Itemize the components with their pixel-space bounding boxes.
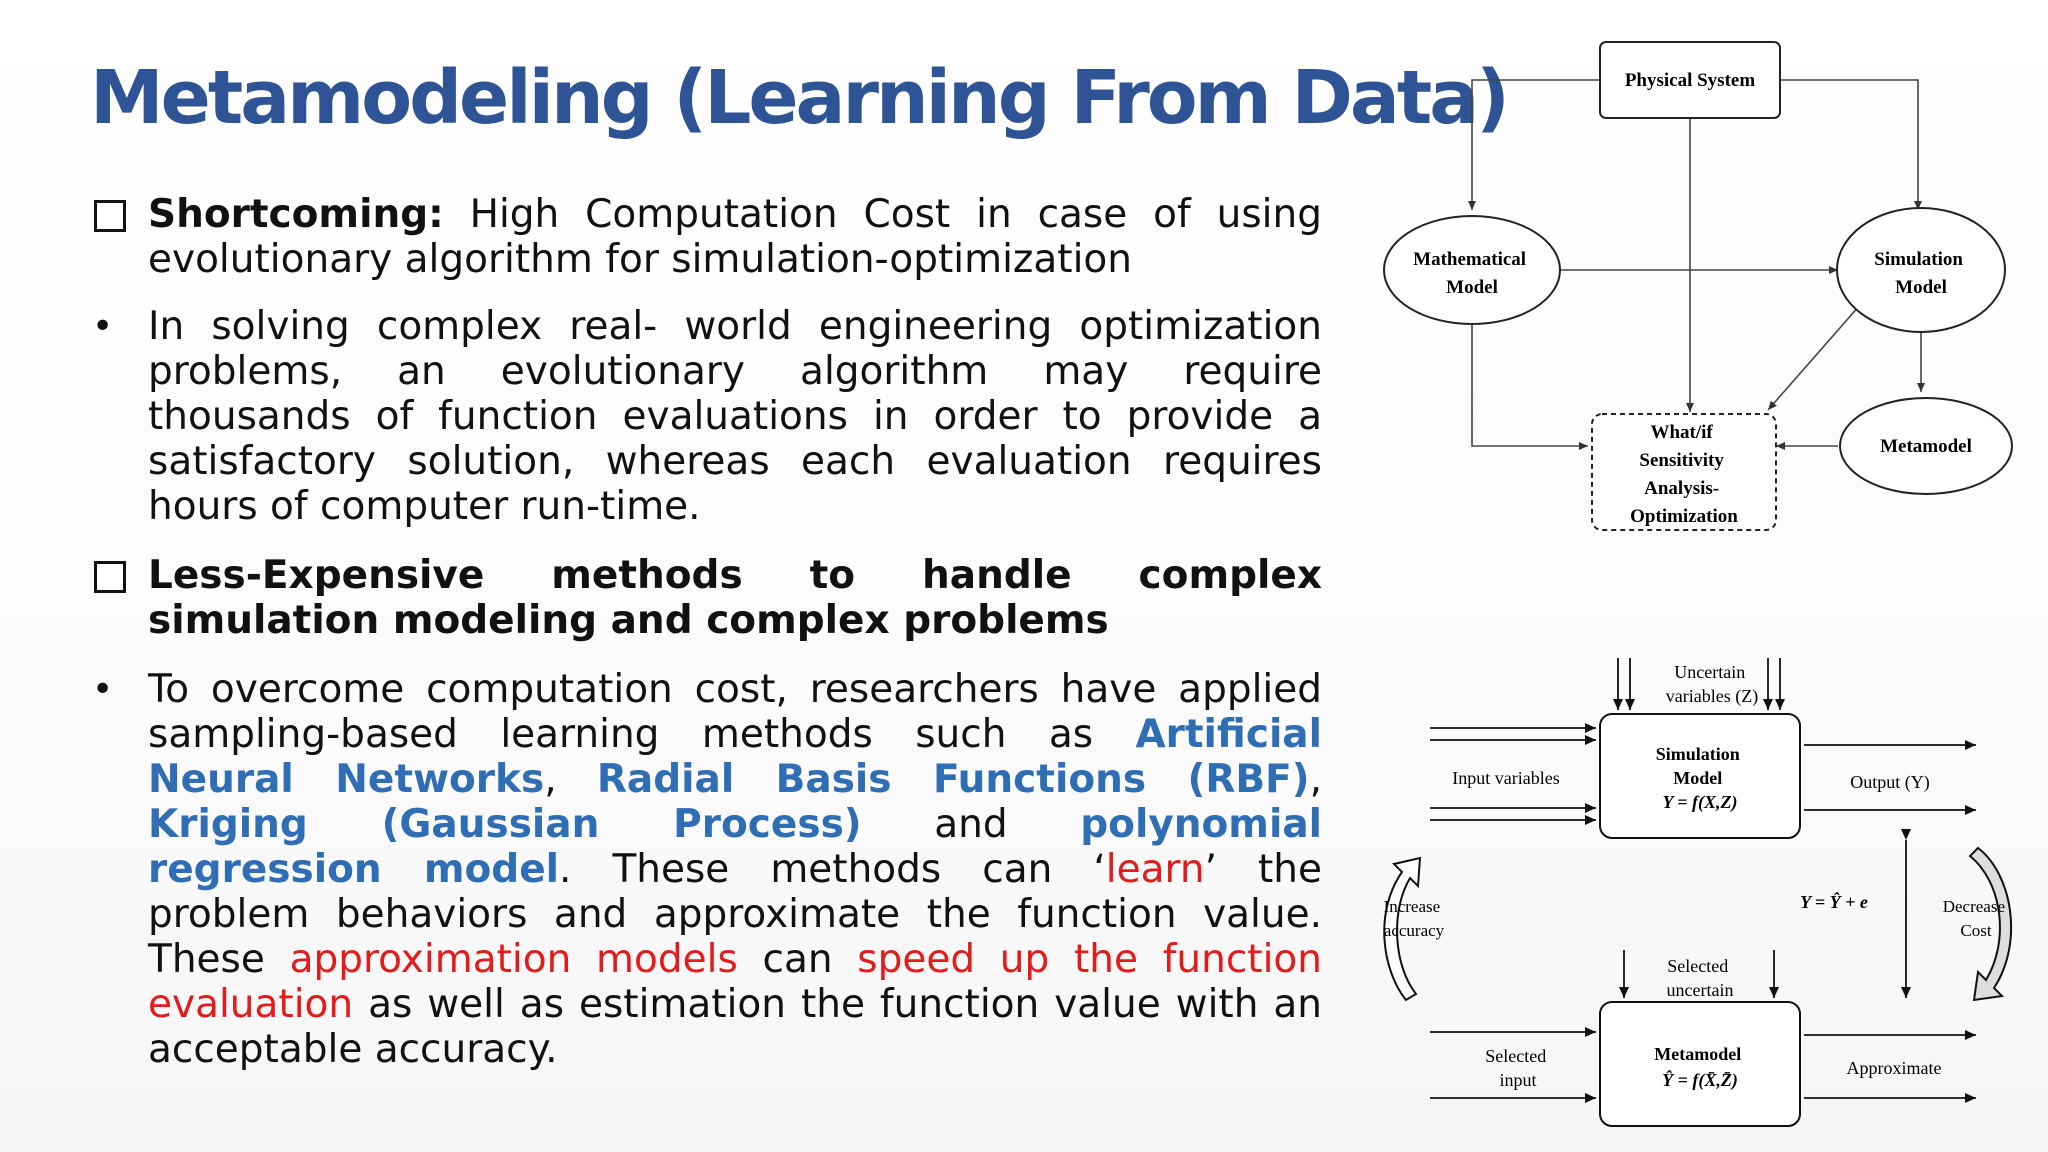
bullet-text: In solving complex real- world engineeri…	[148, 304, 1322, 529]
text-segment: . These methods can ‘	[559, 847, 1106, 892]
bullet-less-expensive: Less-Expensive methods to handle complex…	[92, 553, 1322, 643]
svg-text:Increase accuracy: Increase accuracy	[1384, 897, 1445, 940]
increase-label-line2: accuracy	[1384, 921, 1445, 940]
edge-physical-to-sim	[1780, 79, 1922, 210]
svg-text:Simulation Model: Simulation Model	[1874, 249, 1967, 298]
selected-input-line1: Selected	[1485, 1046, 1546, 1066]
text-segment: ,	[544, 757, 597, 802]
dot-bullet-icon: •	[92, 306, 114, 347]
input-variables-label: Input variables	[1452, 768, 1559, 788]
uncertain-label-line1: Uncertain	[1674, 662, 1745, 682]
svg-text:Decrease Cost: Decrease Cost	[1943, 897, 2010, 940]
node-whatif	[1591, 413, 1777, 531]
selected-input-line2: input	[1499, 1070, 1536, 1090]
node-sim-model-line2: Model	[1895, 277, 1947, 298]
bullet-overcome: • To overcome computation cost, research…	[92, 667, 1322, 1072]
metamodel-role-diagram: Physical System Mathematical Model Simul…	[1383, 41, 2013, 531]
sim-box-line1: Simulation	[1656, 744, 1740, 764]
svg-text:What/if Sensitivity An: What/if Sensitivity Analysis- Optimizati…	[1630, 422, 1738, 527]
node-sim-model-line1: Simulation	[1874, 249, 1963, 270]
bullet-shortcoming: Shortcoming: High Computation Cost in ca…	[92, 192, 1322, 282]
text-segment: ’ the problem behaviors and approximate …	[148, 847, 1322, 982]
node-whatif-line1: What/if	[1650, 422, 1713, 443]
bullet-evolutionary: • In solving complex real- world enginee…	[92, 304, 1322, 529]
dot-bullet-icon: •	[92, 669, 114, 710]
svg-text:Mathematical Model: Mathematical Model	[1413, 249, 1531, 298]
node-math-model-line1: Mathematical	[1413, 249, 1526, 270]
selected-uncertain-line2: uncertain	[1667, 980, 1734, 1000]
edge-math-to-whatif	[1471, 324, 1588, 450]
svg-text:Uncertain variables (Z): Uncertain variables (Z)	[1666, 662, 1758, 707]
sim-box-line2: Model	[1673, 768, 1722, 788]
slide-content: Shortcoming: High Computation Cost in ca…	[92, 192, 1322, 1072]
node-math-model-line2: Model	[1446, 277, 1498, 298]
metamodel-approximation-diagram: Simulation Model Y = f(X,Z) Metamodel Ŷ …	[1383, 658, 2013, 1127]
node-whatif-line4: Optimization	[1630, 506, 1738, 527]
bullet-label: Less-Expensive methods to handle complex…	[148, 553, 1322, 643]
node-metamodel	[1839, 397, 2013, 495]
svg-text:Metamodel Ŷ = f(X̄,Z̄): Metamodel Ŷ = f(X̄,Z̄)	[1654, 1044, 1745, 1091]
node-metamodel-label: Metamodel	[1880, 436, 1972, 457]
increase-label-line1: Increase	[1384, 897, 1441, 916]
bullet-label: Shortcoming:	[148, 192, 444, 237]
node-math-model	[1383, 215, 1561, 325]
bullet-text: High Computation Cost in case of using e…	[148, 192, 1322, 282]
node-simulation-model	[1836, 207, 2006, 333]
text-segment: and	[861, 802, 1081, 847]
text-segment: ,	[1309, 757, 1322, 802]
svg-text:Simulation Model Y = f: Simulation Model Y = f(X,Z)	[1656, 744, 1745, 813]
decrease-cost-curved-arrow-icon	[1968, 846, 2013, 1002]
output-label: Output (Y)	[1850, 772, 1930, 793]
svg-text:Selected uncertain: Selected uncertain	[1667, 956, 1734, 1000]
approximate-label: Approximate	[1847, 1058, 1942, 1078]
highlight-speed-up: speed up the function evaluation	[148, 937, 1323, 1027]
highlight-approximation-models: approximation models	[289, 937, 738, 982]
sim-box-equation: Y = f(X,Z)	[1662, 792, 1737, 813]
method-kriging: Kriging (Gaussian Process)	[148, 802, 862, 847]
node-physical-system-label: Physical System	[1625, 70, 1756, 91]
meta-box-equation: Ŷ = f(X̄,Z̄)	[1662, 1069, 1738, 1091]
uncertain-label-line2: variables (Z)	[1666, 686, 1758, 707]
method-polynomial: polynomial regression model	[148, 802, 1323, 892]
meta-box-line1: Metamodel	[1654, 1044, 1741, 1064]
node-physical-system	[1599, 41, 1781, 119]
simulation-model-box	[1599, 713, 1801, 839]
error-equation: Y = Ŷ + e	[1800, 891, 1868, 912]
node-whatif-line2: Sensitivity	[1639, 450, 1724, 471]
text-segment: can	[737, 937, 858, 982]
svg-text:Selected input: Selected input	[1485, 1046, 1550, 1090]
text-segment: as well as estimation the function value…	[148, 982, 1322, 1072]
edge-sim-to-whatif	[1767, 304, 1861, 411]
edge-physical-to-math	[1468, 79, 1600, 210]
method-ann: Artificial Neural Networks	[148, 712, 1322, 802]
selected-uncertain-line1: Selected	[1667, 956, 1728, 976]
increase-accuracy-curved-arrow-icon	[1383, 856, 1422, 1002]
method-rbf: Radial Basis Functions (RBF)	[596, 757, 1310, 802]
decrease-label-line1: Decrease	[1943, 897, 2005, 916]
slide-title: Metamodeling (Learning From Data)	[90, 55, 1510, 141]
decrease-label-line2: Cost	[1960, 921, 1991, 940]
metamodel-box	[1599, 1001, 1801, 1127]
text-segment: To overcome computation cost, researcher…	[148, 667, 1322, 757]
highlight-learn: learn	[1105, 847, 1205, 892]
node-whatif-line3: Analysis-	[1644, 478, 1719, 499]
